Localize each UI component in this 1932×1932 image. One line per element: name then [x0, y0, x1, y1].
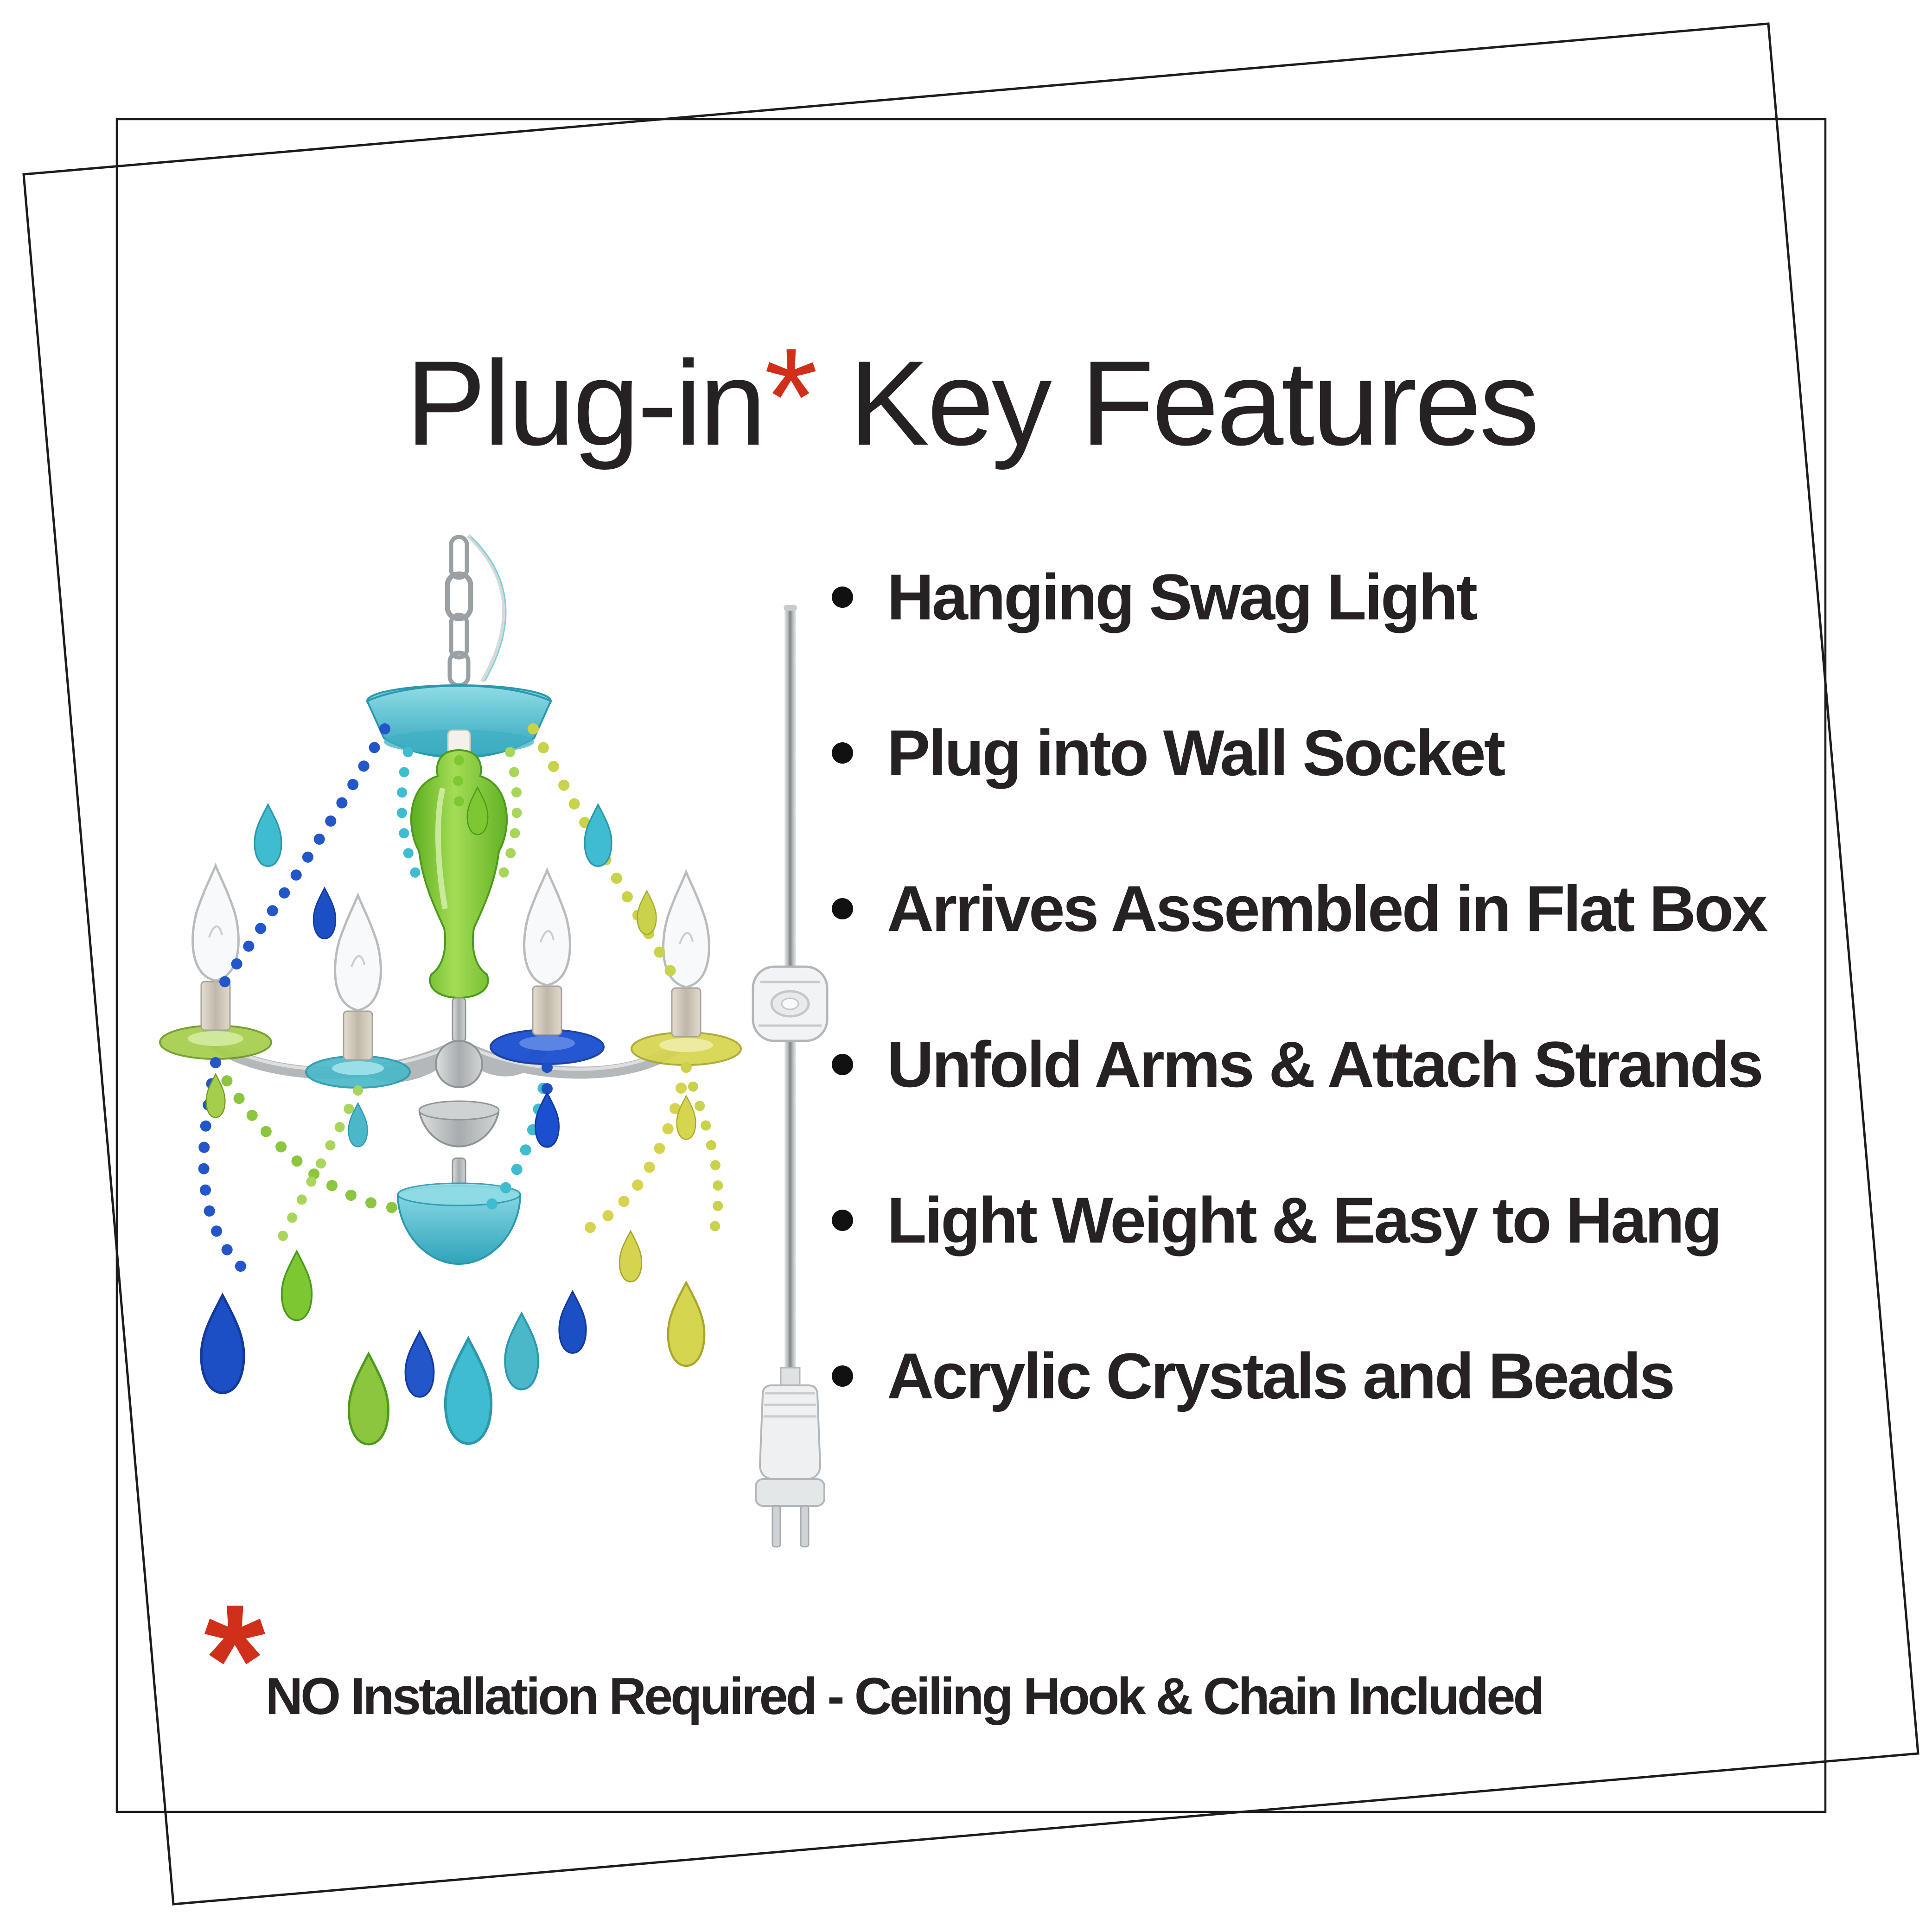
footnote-asterisk: * — [204, 1572, 266, 1748]
feature-item: Plug into Wall Socket — [821, 675, 1766, 831]
feature-list: Hanging Swag Light Plug into Wall Socket… — [821, 519, 1768, 1454]
bullet-dot — [832, 587, 853, 608]
bullet-dot — [832, 1365, 853, 1387]
feature-item: Unfold Arms & Attach Strands — [821, 987, 1766, 1142]
feature-text: Arrives Assembled in Flat Box — [887, 872, 1768, 945]
feature-item: Arrives Assembled in Flat Box — [821, 831, 1768, 987]
feature-item: Hanging Swag Light — [821, 519, 1766, 675]
feature-item: Acrylic Crystals and Beads — [821, 1298, 1766, 1454]
title-text-after: Key Features — [818, 336, 1539, 471]
page-title: Plug-in* Key Features — [406, 328, 1539, 466]
feature-text: Unfold Arms & Attach Strands — [887, 1028, 1764, 1101]
title-asterisk: * — [764, 319, 818, 475]
plug-icon — [755, 1367, 825, 1548]
bullet-dot — [832, 898, 853, 919]
bullet-dot — [832, 1054, 853, 1075]
bullet-dot — [832, 1210, 853, 1231]
feature-text: Acrylic Crystals and Beads — [887, 1339, 1675, 1412]
feature-text: Hanging Swag Light — [887, 561, 1478, 633]
feature-item: Light Weight & Easy to Hang — [821, 1142, 1766, 1298]
power-cord-with-plug — [752, 605, 829, 1548]
feature-text: Plug into Wall Socket — [887, 716, 1505, 789]
footnote: *NO Installation Required - Ceiling Hook… — [204, 1581, 1545, 1739]
footnote-text: NO Installation Required - Ceiling Hook … — [265, 1667, 1544, 1725]
chandelier-photo — [159, 534, 742, 1444]
feature-text: Light Weight & Easy to Hang — [887, 1184, 1722, 1256]
frame-outer-tilted — [22, 22, 1919, 1906]
frame-inner — [115, 118, 1827, 1813]
bullet-dot — [832, 742, 853, 764]
title-text-before: Plug-in — [405, 336, 766, 471]
inline-switch-icon — [752, 965, 829, 1042]
